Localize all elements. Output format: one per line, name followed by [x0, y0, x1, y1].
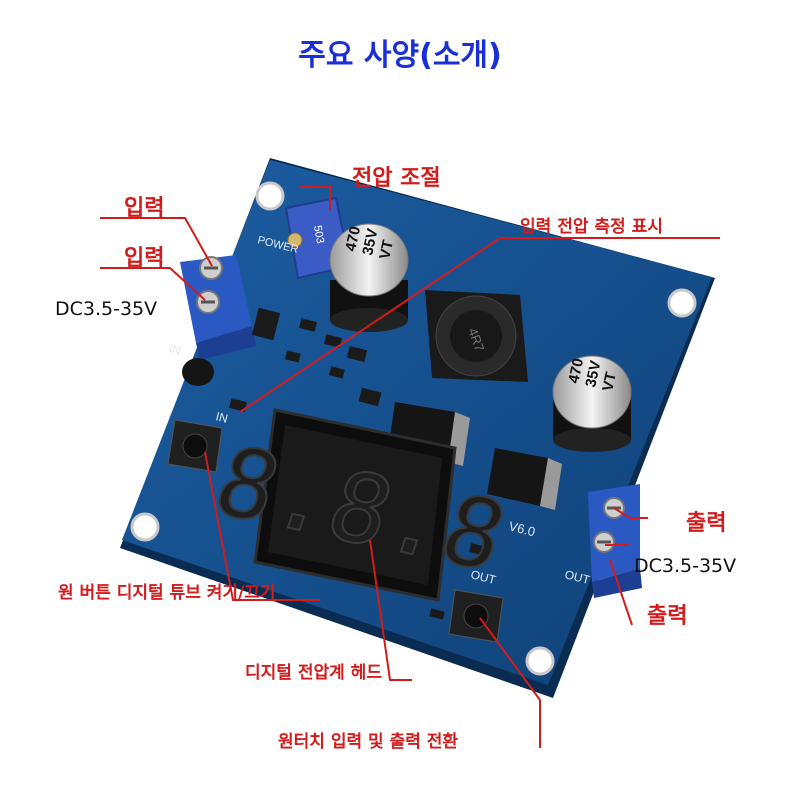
- pot-label: 503: [311, 224, 326, 244]
- io-switch-button: [448, 589, 504, 643]
- silk-out: OUT: [469, 567, 498, 587]
- cap-left-line2: 35V: [359, 227, 381, 257]
- output-terminal: [588, 484, 642, 598]
- cap-right-line1: 470: [565, 357, 587, 385]
- cap-right-line3: VT: [599, 371, 620, 393]
- label-voltmeter-head: 디지털 전압계 헤드: [245, 663, 382, 683]
- silk-in2: IN: [214, 409, 229, 425]
- transistor: [182, 358, 214, 386]
- cap-right-line2: 35V: [582, 359, 604, 389]
- label-display-toggle: 원 버튼 디지털 튜브 켜기/끄기: [58, 583, 276, 603]
- label-input-top: 입력: [124, 196, 165, 221]
- label-switch-io: 원터치 입력 및 출력 전환: [278, 732, 459, 752]
- capacitor-left: 470 35V VT: [329, 223, 409, 332]
- regulator-chip-2: [487, 448, 562, 510]
- label-output-bottom: 출력: [647, 604, 688, 629]
- label-input-range: DC3.5-35V: [55, 298, 158, 320]
- mount-hole: [255, 181, 285, 211]
- label-input-bottom: 입력: [124, 246, 165, 271]
- label-input-voltage-display: 입력 전압 측정 표시: [520, 217, 663, 237]
- label-voltage-adjust: 전압 조절: [352, 166, 441, 191]
- inductor: 4R7: [425, 290, 528, 382]
- label-output-top: 출력: [686, 511, 727, 536]
- capacitor-right: 470 35V VT: [552, 355, 632, 452]
- label-output-range: DC3.5-35V: [634, 555, 737, 577]
- cap-left-line3: VT: [376, 239, 397, 261]
- display-toggle-button: [167, 419, 223, 473]
- mount-hole: [525, 646, 555, 676]
- smd-components: [229, 307, 487, 620]
- mount-hole: [667, 288, 697, 318]
- mount-hole: [130, 512, 160, 542]
- cap-left-line1: 470: [342, 225, 364, 253]
- page-title: 주요 사양(소개): [298, 38, 502, 73]
- silk-version: V6.0: [507, 518, 537, 539]
- leader-lines: [100, 186, 720, 748]
- silk-in: IN: [167, 341, 182, 357]
- silk-out2: OUT: [563, 567, 592, 587]
